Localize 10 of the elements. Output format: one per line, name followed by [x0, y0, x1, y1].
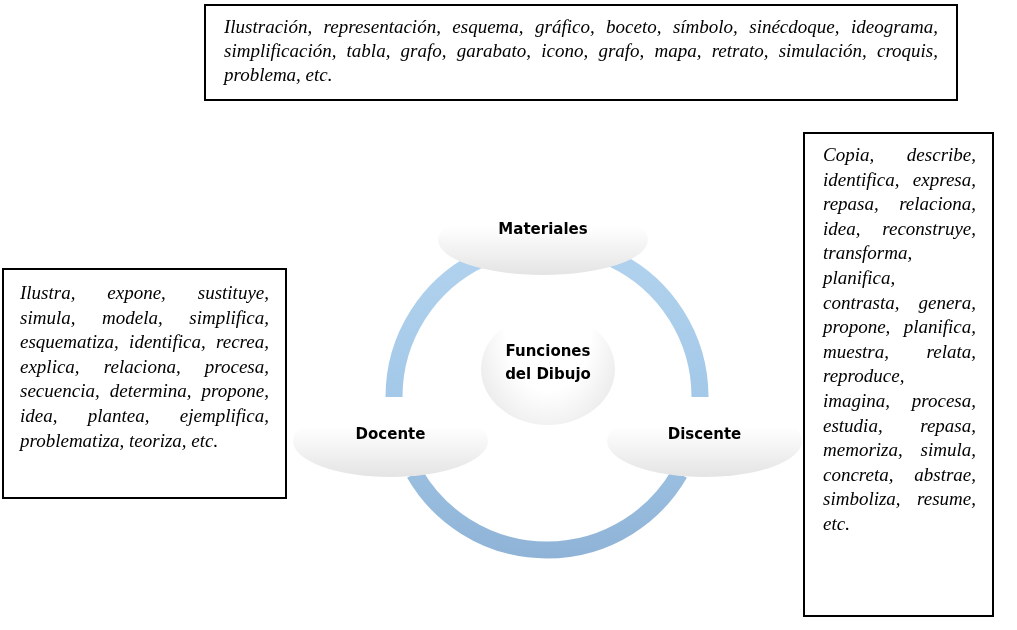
node-label: Discente: [667, 423, 742, 445]
verb-list-text: Copia, describe, identifica, expresa, repasa, relaciona, idea, reconstruye, transforma, planifica, contrasta, genera, propone, planifica, muestra, relata, reproduce, imagina, procesa, estudia, repasa, memoriza, simula, concreta, abstrae, simboliza, resume, etc.: [823, 143, 976, 536]
text-box: [204, 4, 958, 101]
node-label: Materiales: [498, 218, 588, 240]
node-label: Funciones del Dibujo: [504, 341, 592, 385]
verb-list-text: Ilustra, expone, sustituye, simula, modela, simplifica, esquematiza, identifica, recrea, explica, relaciona, procesa, secuencia, determina, propone, idea, plantea, ejemplifica, problematiza, teoriza, etc.: [20, 281, 269, 453]
verb-list-text: Ilustración, representación, esquema, gráfico, boceto, símbolo, sinécdoque, ideograma, simplificación, tabla, grafo, garabato, icono, grafo, mapa, retrato, simulación, croquis, problema, etc.: [224, 15, 938, 87]
text-box: [2, 268, 287, 499]
node-label: Docente: [355, 423, 426, 445]
text-box: [803, 132, 994, 617]
